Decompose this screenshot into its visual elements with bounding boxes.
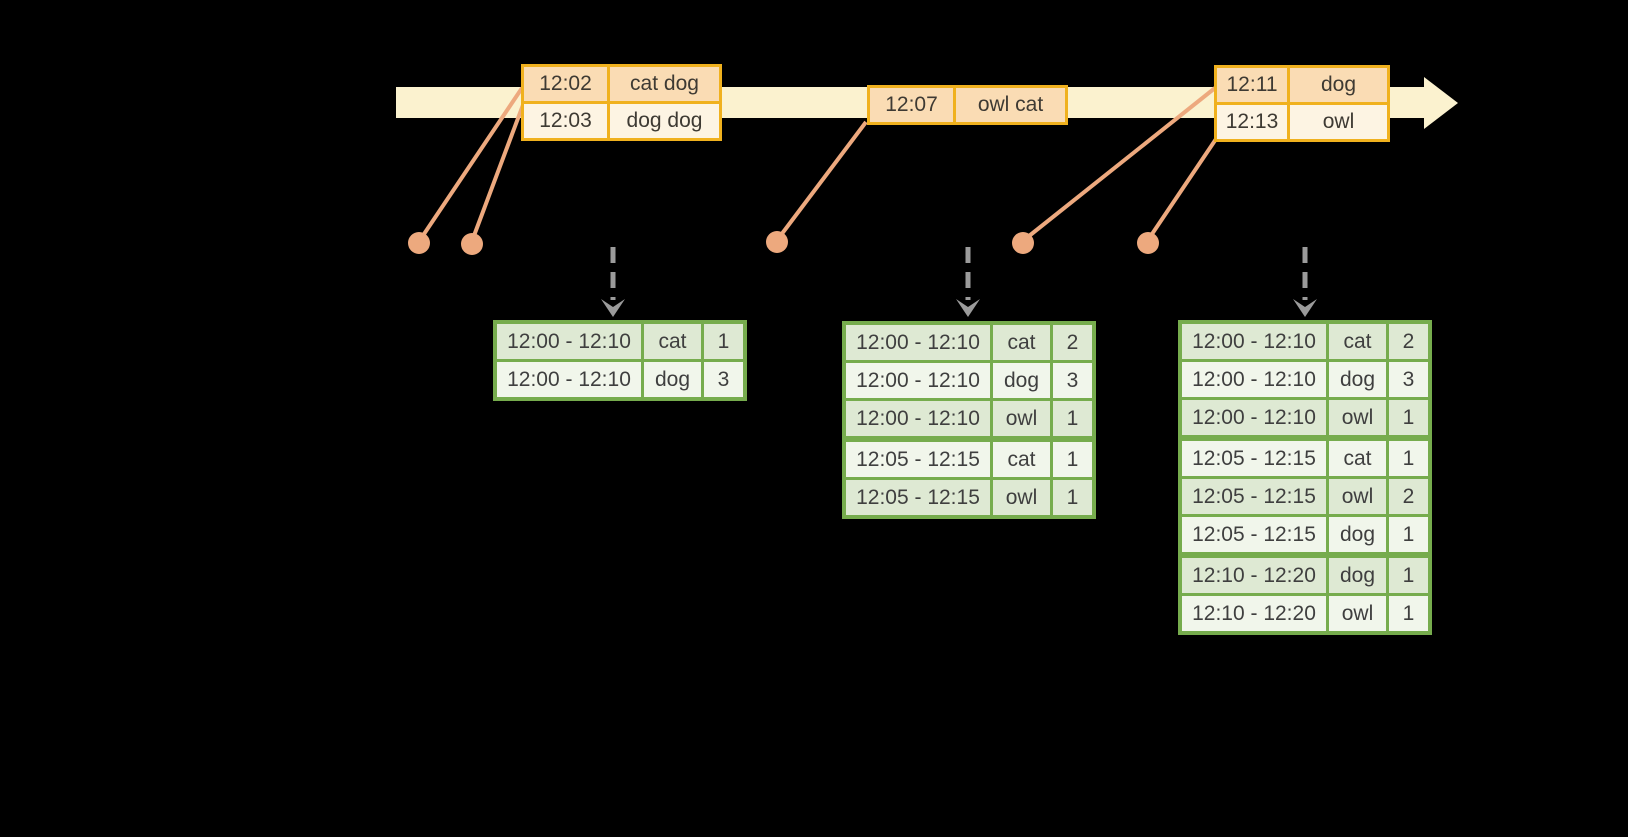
count-cell: 1 (1053, 401, 1092, 436)
event-words-cell: owl (1290, 105, 1387, 139)
count-cell: 2 (1389, 324, 1428, 359)
word-cell: owl (1329, 400, 1386, 435)
event-row: 12:13 owl (1217, 105, 1387, 139)
word-cell: cat (1329, 441, 1386, 476)
count-cell: 1 (1389, 400, 1428, 435)
event-words-cell: dog dog (610, 104, 719, 138)
event-time-dot (1137, 232, 1159, 254)
count-cell: 2 (1389, 479, 1428, 514)
word-cell: dog (993, 363, 1050, 398)
window-cell: 12:00 - 12:10 (1182, 400, 1326, 435)
window-cell: 12:05 - 12:15 (846, 442, 990, 477)
count-cell: 3 (704, 362, 743, 397)
count-cell: 1 (1389, 558, 1428, 593)
event-box: 12:07 owl cat (867, 85, 1068, 125)
event-row: 12:11 dog (1217, 68, 1387, 102)
event-time-dot (461, 233, 483, 255)
event-connector-line (776, 120, 868, 241)
result-row: 12:10 - 12:20 owl 1 (1182, 596, 1428, 631)
event-time-dot (766, 231, 788, 253)
event-row: 12:03 dog dog (524, 104, 719, 138)
count-cell: 1 (1389, 517, 1428, 552)
window-cell: 12:10 - 12:20 (1182, 596, 1326, 631)
window-cell: 12:00 - 12:10 (1182, 324, 1326, 359)
result-table: 12:00 - 12:10 cat 1 12:00 - 12:10 dog 3 (493, 320, 747, 401)
result-row: 12:00 - 12:10 cat 2 (1182, 324, 1428, 359)
event-words-cell: owl cat (956, 88, 1065, 122)
result-table: 12:00 - 12:10 cat 2 12:00 - 12:10 dog 3 … (842, 321, 1096, 519)
event-words-cell: cat dog (610, 67, 719, 101)
word-cell: cat (1329, 324, 1386, 359)
word-cell: owl (1329, 479, 1386, 514)
trigger-arrowhead-icon (601, 299, 625, 317)
word-cell: dog (644, 362, 701, 397)
word-cell: cat (993, 442, 1050, 477)
event-time-cell: 12:02 (524, 67, 607, 101)
event-time-dot (1012, 232, 1034, 254)
result-row: 12:00 - 12:10 dog 3 (1182, 362, 1428, 397)
count-cell: 1 (1389, 441, 1428, 476)
result-row: 12:00 - 12:10 owl 1 (1182, 400, 1428, 435)
result-row: 12:00 - 12:10 cat 2 (846, 325, 1092, 360)
event-row: 12:02 cat dog (524, 67, 719, 101)
event-time-cell: 12:13 (1217, 105, 1287, 139)
word-cell: owl (1329, 596, 1386, 631)
timeline-arrowhead-icon (1424, 77, 1458, 129)
count-cell: 3 (1389, 362, 1428, 397)
result-row: 12:00 - 12:10 dog 3 (846, 363, 1092, 398)
result-row: 12:05 - 12:15 cat 1 (846, 442, 1092, 477)
count-cell: 1 (704, 324, 743, 359)
event-connector-line (470, 104, 525, 242)
window-cell: 12:00 - 12:10 (846, 401, 990, 436)
word-cell: owl (993, 401, 1050, 436)
count-cell: 1 (1053, 442, 1092, 477)
window-cell: 12:00 - 12:10 (497, 362, 641, 397)
count-cell: 2 (1053, 325, 1092, 360)
event-connector-line (418, 86, 524, 242)
event-box: 12:02 cat dog 12:03 dog dog (521, 64, 722, 141)
word-cell: dog (1329, 558, 1386, 593)
window-cell: 12:00 - 12:10 (846, 325, 990, 360)
result-row: 12:05 - 12:15 owl 1 (846, 480, 1092, 515)
result-row: 12:00 - 12:10 dog 3 (497, 362, 743, 397)
result-table: 12:00 - 12:10 cat 2 12:00 - 12:10 dog 3 … (1178, 320, 1432, 635)
window-cell: 12:05 - 12:15 (1182, 441, 1326, 476)
result-row: 12:00 - 12:10 owl 1 (846, 401, 1092, 436)
window-cell: 12:05 - 12:15 (1182, 517, 1326, 552)
event-row: 12:07 owl cat (870, 88, 1065, 122)
count-cell: 1 (1389, 596, 1428, 631)
event-words-cell: dog (1290, 68, 1387, 102)
window-cell: 12:00 - 12:10 (846, 363, 990, 398)
window-cell: 12:10 - 12:20 (1182, 558, 1326, 593)
result-row: 12:10 - 12:20 dog 1 (1182, 558, 1428, 593)
event-time-dot (408, 232, 430, 254)
event-box: 12:11 dog 12:13 owl (1214, 65, 1390, 142)
word-cell: cat (993, 325, 1050, 360)
window-cell: 12:00 - 12:10 (497, 324, 641, 359)
word-cell: cat (644, 324, 701, 359)
event-time-cell: 12:07 (870, 88, 953, 122)
window-cell: 12:05 - 12:15 (1182, 479, 1326, 514)
event-connector-line (1022, 86, 1217, 242)
word-cell: dog (1329, 362, 1386, 397)
event-time-cell: 12:11 (1217, 68, 1287, 102)
count-cell: 3 (1053, 363, 1092, 398)
word-cell: owl (993, 480, 1050, 515)
count-cell: 1 (1053, 480, 1092, 515)
event-connector-line (1146, 137, 1218, 242)
result-row: 12:05 - 12:15 cat 1 (1182, 441, 1428, 476)
window-cell: 12:05 - 12:15 (846, 480, 990, 515)
result-row: 12:05 - 12:15 owl 2 (1182, 479, 1428, 514)
result-row: 12:05 - 12:15 dog 1 (1182, 517, 1428, 552)
trigger-arrowhead-icon (956, 299, 980, 317)
window-cell: 12:00 - 12:10 (1182, 362, 1326, 397)
result-row: 12:00 - 12:10 cat 1 (497, 324, 743, 359)
trigger-arrowhead-icon (1293, 299, 1317, 317)
word-cell: dog (1329, 517, 1386, 552)
event-time-cell: 12:03 (524, 104, 607, 138)
